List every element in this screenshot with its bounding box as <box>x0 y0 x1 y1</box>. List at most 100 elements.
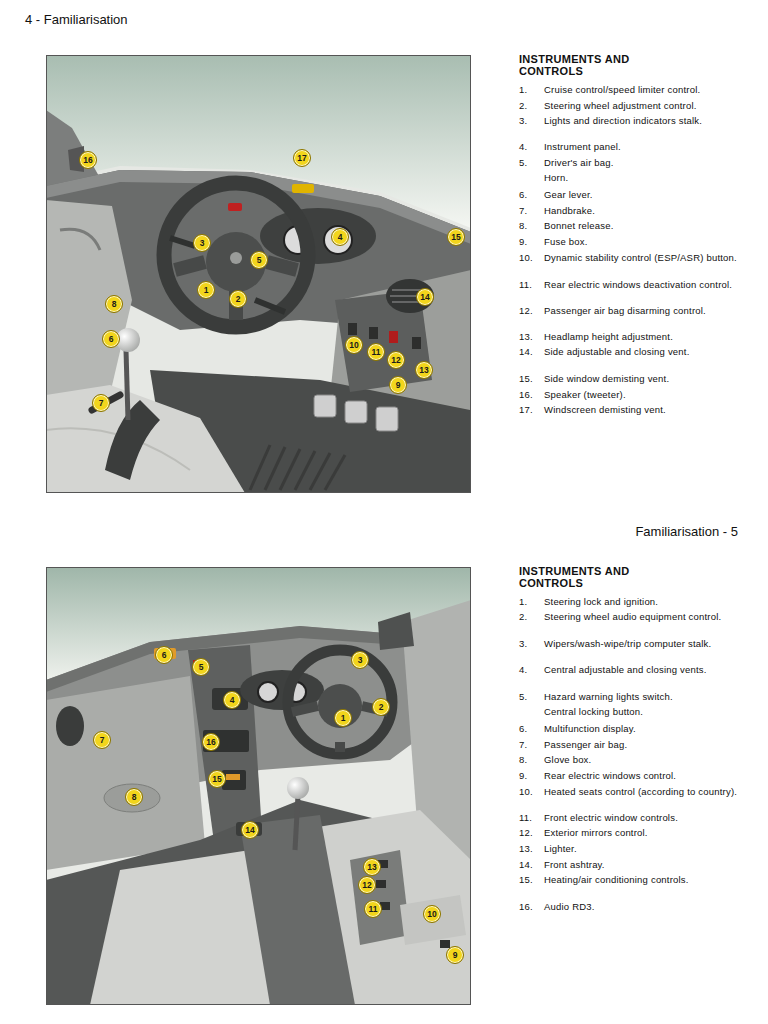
item-number: 15. <box>519 875 544 886</box>
item-text: Exterior mirrors control. <box>544 828 742 839</box>
callout-circle: 4 <box>223 691 241 709</box>
item-text: Passenger air bag. <box>544 740 742 751</box>
item-text: Audio RD3. <box>544 902 742 913</box>
dashboard-illustration-rhd <box>46 567 471 1005</box>
list-row: 7.Handbrake. <box>519 206 747 217</box>
item-text: Side adjustable and closing vent. <box>544 347 742 358</box>
item-text: Speaker (tweeter). <box>544 390 742 401</box>
list-row: 12.Exterior mirrors control. <box>519 828 747 839</box>
callout-circle: 6 <box>155 646 173 664</box>
callout-number: 2 <box>379 702 384 712</box>
callout-circle: 14 <box>416 288 434 306</box>
callout-circle: 12 <box>358 876 376 894</box>
callout-number: 10 <box>427 909 436 919</box>
item-text: Front electric window controls. <box>544 813 742 824</box>
list-row: 8.Glove box. <box>519 755 747 766</box>
callout-number: 15 <box>212 774 221 784</box>
item-number: 11. <box>519 280 544 291</box>
list-row: 14.Side adjustable and closing vent. <box>519 347 747 358</box>
list-row: 12.Passenger air bag disarming control. <box>519 306 747 317</box>
item-text: Wipers/wash-wipe/trip computer stalk. <box>544 639 742 650</box>
item-number: 16. <box>519 390 544 401</box>
item-number: 9. <box>519 237 544 248</box>
item-text: Steering wheel adjustment control. <box>544 101 742 112</box>
item-number: 1. <box>519 85 544 96</box>
callout-number: 8 <box>112 299 117 309</box>
callout-circle: 4 <box>331 228 349 246</box>
item-number: 3. <box>519 639 544 650</box>
callout-circle: 8 <box>105 295 123 313</box>
list-row: 14.Front ashtray. <box>519 860 747 871</box>
callout-number: 3 <box>358 655 363 665</box>
dashboard-illustration-lhd <box>46 55 471 493</box>
item-number: 15. <box>519 374 544 385</box>
callout-number: 4 <box>338 232 343 242</box>
callout-circle: 2 <box>372 698 390 716</box>
list-row: Horn. <box>519 173 747 184</box>
callout-number: 11 <box>369 904 378 914</box>
callout-circle: 9 <box>389 376 407 394</box>
callout-circle: 1 <box>197 281 215 299</box>
list-row: 4.Instrument panel. <box>519 142 747 153</box>
list-row: 1.Cruise control/speed limiter control. <box>519 85 747 96</box>
item-number: 2. <box>519 612 544 623</box>
list-row: 13.Headlamp height adjustment. <box>519 332 747 343</box>
item-number: 17. <box>519 405 544 416</box>
item-number: 6. <box>519 190 544 201</box>
image-frame <box>47 56 471 493</box>
item-text: Windscreen demisting vent. <box>544 405 742 416</box>
item-text: Bonnet release. <box>544 221 742 232</box>
callout-circle: 14 <box>241 821 259 839</box>
callout-circle: 16 <box>79 151 97 169</box>
callout-number: 5 <box>257 255 262 265</box>
list-row: 13.Lighter. <box>519 844 747 855</box>
callout-circle: 9 <box>446 946 464 964</box>
callout-number: 7 <box>99 398 104 408</box>
item-number: 5. <box>519 692 544 703</box>
item-text: Side window demisting vent. <box>544 374 742 385</box>
image-frame <box>47 568 471 1005</box>
item-text: Multifunction display. <box>544 724 742 735</box>
list-row: 6.Gear lever. <box>519 190 747 201</box>
callout-number: 5 <box>199 662 204 672</box>
list-row: 5.Hazard warning lights switch. <box>519 692 747 703</box>
item-number: 4. <box>519 142 544 153</box>
callout-number: 12 <box>362 880 371 890</box>
callout-circle: 7 <box>92 394 110 412</box>
list-row: 16.Audio RD3. <box>519 902 747 913</box>
callout-number: 13 <box>367 862 376 872</box>
item-number: 7. <box>519 740 544 751</box>
item-number: 14. <box>519 860 544 871</box>
callout-number: 10 <box>349 340 358 350</box>
page-header: 4 - Familiarisation <box>25 12 128 28</box>
item-text: Driver's air bag. <box>544 158 742 169</box>
list-row: 2.Steering wheel audio equipment control… <box>519 612 747 623</box>
item-number: 14. <box>519 347 544 358</box>
item-text: Hazard warning lights switch. <box>544 692 742 703</box>
item-number: 8. <box>519 755 544 766</box>
callout-circle: 17 <box>293 149 311 167</box>
callout-circle: 15 <box>208 770 226 788</box>
page-header: Familiarisation - 5 <box>635 524 738 540</box>
list-row: Central locking button. <box>519 707 747 718</box>
list-row: 16.Speaker (tweeter). <box>519 390 747 401</box>
item-text: Steering lock and ignition. <box>544 597 742 608</box>
callout-circle: 16 <box>202 733 220 751</box>
list-row: 15.Heating/air conditioning controls. <box>519 875 747 886</box>
item-number: 1. <box>519 597 544 608</box>
callout-circle: 1 <box>334 709 352 727</box>
callout-circle: 10 <box>423 905 441 923</box>
list-row: 15.Side window demisting vent. <box>519 374 747 385</box>
callout-number: 6 <box>162 650 167 660</box>
callout-number: 4 <box>230 695 235 705</box>
list-row: 9.Rear electric windows control. <box>519 771 747 782</box>
callout-circle: 3 <box>193 234 211 252</box>
list-row: 10.Dynamic stability control (ESP/ASR) b… <box>519 253 747 264</box>
list-row: 9.Fuse box. <box>519 237 747 248</box>
item-text: Passenger air bag disarming control. <box>544 306 742 317</box>
callout-number: 16 <box>206 737 215 747</box>
callout-number: 2 <box>236 294 241 304</box>
callout-circle: 7 <box>93 731 111 749</box>
